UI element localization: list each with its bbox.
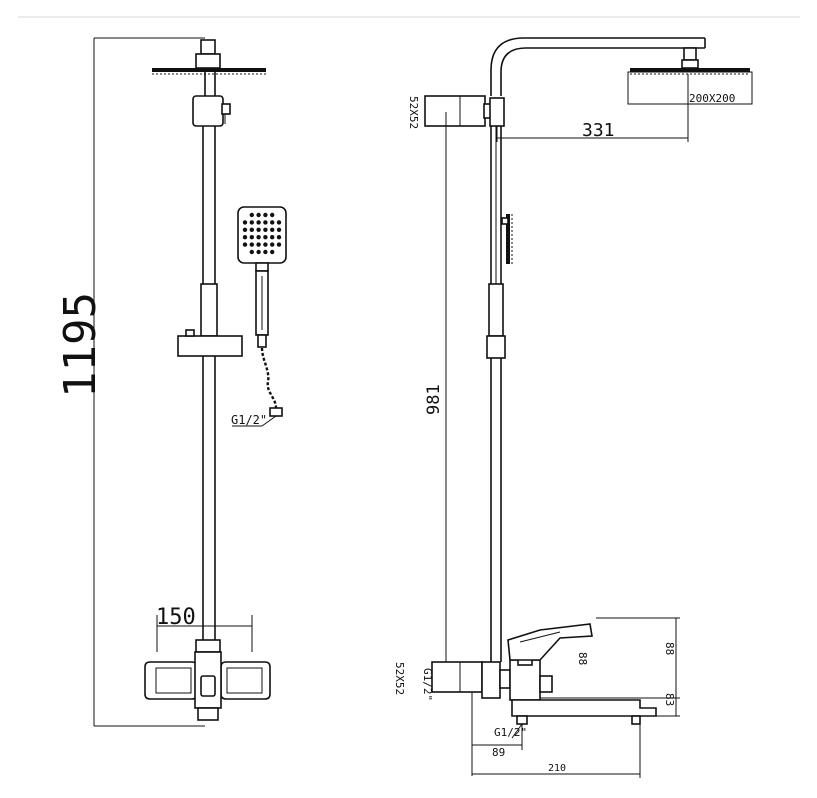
- nozzle-dot: [263, 227, 268, 232]
- nozzle-dot: [276, 235, 282, 240]
- nozzle-dot: [256, 242, 261, 247]
- rain-head-front: [152, 53, 266, 75]
- nozzle-dot: [270, 220, 275, 225]
- nozzle-dot: [276, 220, 282, 225]
- nozzle-dot: [276, 227, 282, 232]
- diverter-size-label: 52X52: [407, 96, 420, 129]
- valve-height-a-label: 88: [576, 652, 589, 665]
- spout-length-dimension: [472, 724, 641, 778]
- diverter-front: [192, 95, 231, 127]
- inlet-offset-label: 89: [492, 746, 505, 759]
- nozzle-dot: [256, 212, 261, 218]
- top-divider: [18, 16, 800, 18]
- inlet-offset-dimension: [471, 692, 523, 776]
- nozzle-dot: [242, 242, 248, 247]
- mixer-side: [431, 623, 657, 725]
- slide-holder-side: [486, 335, 506, 359]
- nozzle-dot: [249, 235, 254, 240]
- nozzle-dot: [256, 227, 261, 232]
- head-size-label: 200X200: [689, 92, 735, 105]
- hose-thread-label: G1/2": [231, 413, 267, 427]
- spout-length-label: 210: [548, 763, 566, 774]
- slide-holder-front: [177, 329, 243, 357]
- nozzle-dot: [270, 242, 275, 247]
- nozzle-dot: [270, 227, 275, 232]
- mixer-front: [144, 639, 271, 721]
- diverter-side: [424, 95, 505, 127]
- nozzle-dot: [276, 242, 282, 247]
- nozzle-dot: [242, 220, 248, 225]
- nozzle-dot: [263, 242, 268, 247]
- nozzle-dot: [256, 220, 261, 225]
- ceiling-mount: [200, 39, 216, 55]
- nozzle-dot: [263, 212, 268, 218]
- bar-height-label: 981: [424, 384, 444, 415]
- inlet-thread-bottom-label: G1/2": [494, 726, 527, 739]
- overall-height-dimension: [93, 37, 205, 727]
- hand-shower-nozzles: [242, 212, 282, 255]
- nozzle-dot: [249, 249, 254, 255]
- handle-width-dimension: [156, 615, 253, 652]
- nozzle-dot: [242, 227, 248, 232]
- nozzle-dot: [263, 220, 268, 225]
- nozzle-dot: [249, 220, 254, 225]
- shower-arm-side: [490, 37, 706, 96]
- rain-head-side: [627, 68, 753, 105]
- nozzle-dot: [242, 235, 248, 240]
- bar-joint: [200, 283, 218, 337]
- nozzle-dot: [270, 212, 275, 218]
- arm-reach-dimension: [496, 74, 689, 142]
- bar-joint-side: [488, 283, 504, 337]
- nozzle-dot: [249, 242, 254, 247]
- hand-shower-side: [501, 214, 513, 264]
- nozzle-dot: [256, 249, 261, 255]
- side-view: 200X200 52X52 331: [393, 37, 753, 778]
- overall-height-label: 1195: [55, 292, 106, 398]
- valve-size-label: 52X52: [393, 662, 406, 695]
- nozzle-dot: [270, 249, 275, 255]
- shower-hose: [260, 347, 278, 409]
- nozzle-dot: [249, 227, 254, 232]
- nozzle-dot: [263, 235, 268, 240]
- front-view: 1195: [55, 37, 287, 727]
- handle-width-label: 150: [156, 605, 196, 630]
- nozzle-dot: [270, 235, 275, 240]
- valve-height-dimension: [540, 617, 680, 717]
- spout-height-label: 83: [663, 693, 676, 706]
- inlet-thread-left-label: G1/2": [421, 668, 434, 701]
- arm-reach-label: 331: [582, 120, 615, 141]
- valve-height-b-label: 88: [663, 642, 676, 655]
- nozzle-dot: [249, 212, 254, 218]
- hose-nut: [269, 407, 283, 417]
- hand-shower-front: [237, 206, 287, 348]
- nozzle-dot: [256, 235, 261, 240]
- nozzle-dot: [263, 249, 268, 255]
